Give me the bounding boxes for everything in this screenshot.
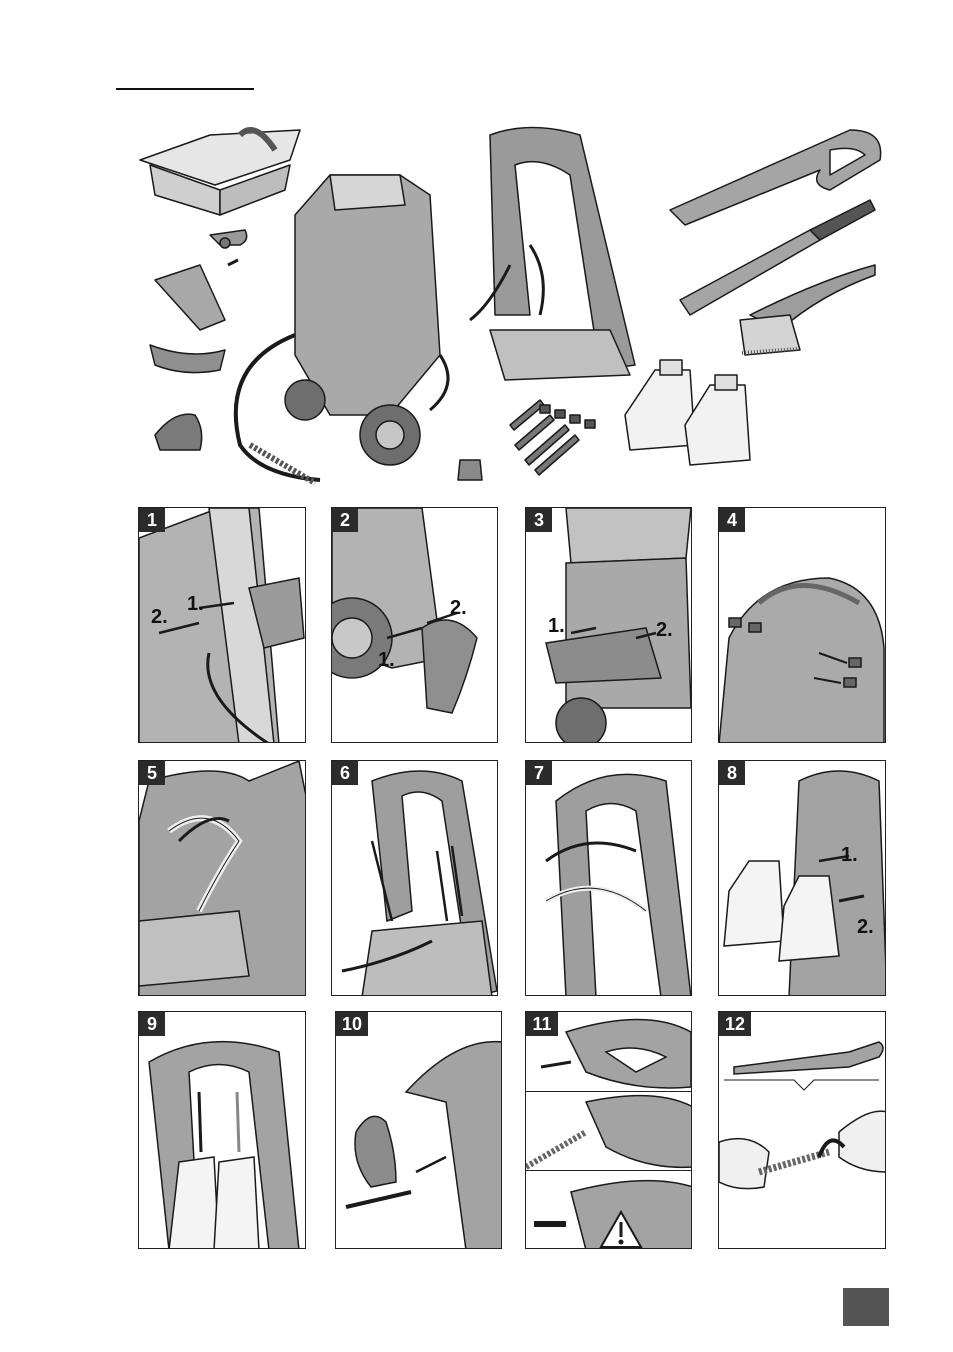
label-second: 2. [450,597,467,619]
step-panel-6: 6 [331,760,498,996]
step-panel-11: 11 [525,1011,692,1249]
page-number-box [843,1288,889,1326]
step-number: 4 [719,508,745,532]
step-12-illustration [719,1012,886,1249]
label-second: 2. [656,619,673,641]
label-second: 2. [151,606,168,628]
step-number: 5 [139,761,165,785]
step-11-illustration [526,1012,692,1249]
parts-overview-illustration [130,115,900,495]
label-first: 1. [187,593,204,615]
step-number: 11 [526,1012,558,1036]
step-panel-10: 10 [335,1011,502,1249]
step-panel-9: 9 [138,1011,306,1249]
bottle-right [779,876,839,961]
step-panel-4: 4 [718,507,886,743]
step-panel-1: 1 1. 2. [138,507,306,743]
bottle-left [724,861,784,946]
label-first: 1. [841,844,858,866]
step-panel-5: 5 [138,760,306,996]
hose-connector [458,460,482,480]
step-number: 9 [139,1012,165,1036]
step-panel-3: 3 1. 2. [525,507,692,743]
step-number: 1 [139,508,165,532]
step-6-illustration [332,761,498,996]
step-3-illustration: 1. 2. [526,508,692,743]
step-2-illustration: 1. 2. [332,508,498,743]
step-number: 12 [719,1012,751,1036]
label-second: 2. [857,916,874,938]
step-panel-7: 7 [525,760,692,996]
cable-holder-part [155,265,225,330]
step-number: 10 [336,1012,368,1036]
step-panel-2: 2 1. 2. [331,507,498,743]
step-9-illustration [139,1012,306,1249]
step-panel-8: 8 1. 2. [718,760,886,996]
step-5-illustration [139,761,306,996]
detergent-bottle-left [625,370,695,450]
pressure-washer-body [295,175,440,415]
step-8-illustration: 1. 2. [719,761,886,996]
step-10-illustration [336,1012,502,1249]
label-first: 1. [378,649,395,671]
detergent-bottle-right [685,385,750,465]
step-1-illustration: 1. 2. [139,508,306,743]
step-number: 6 [332,761,358,785]
step-number: 2 [332,508,358,532]
label-first: 1. [548,615,565,637]
nozzle-holder-part [155,414,202,450]
step-number: 7 [526,761,552,785]
step-7-illustration [526,761,692,996]
step-number: 8 [719,761,745,785]
step-4-illustration [719,508,886,743]
heading-underline [116,88,254,90]
step-number: 3 [526,508,552,532]
clip-part [150,345,225,373]
step-panel-12: 12 [718,1011,886,1249]
